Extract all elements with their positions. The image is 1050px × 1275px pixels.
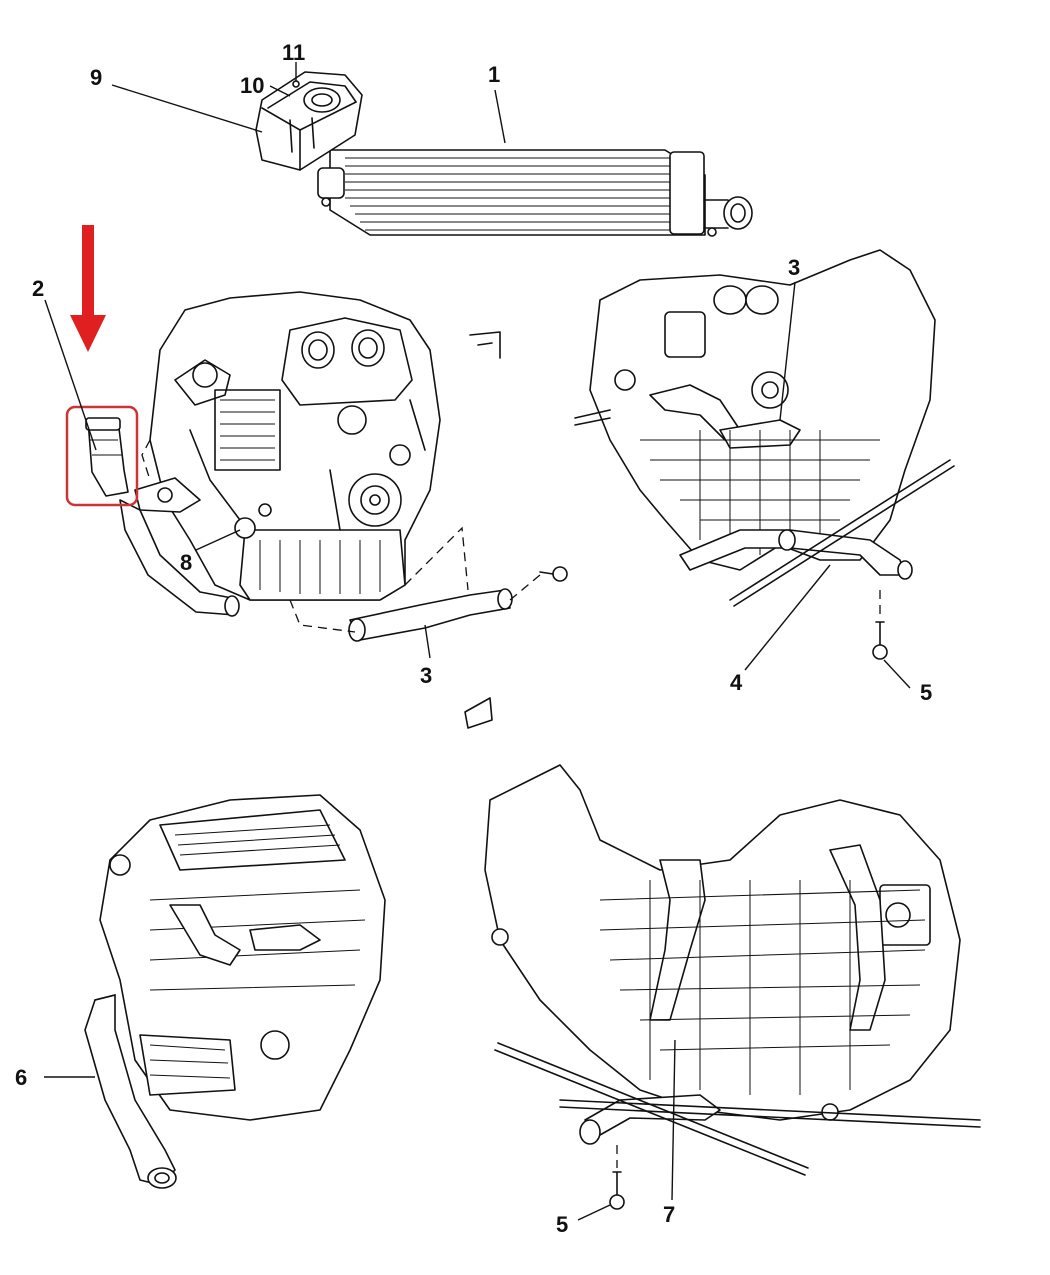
callout-3-right: 3: [788, 255, 800, 280]
callout-5-upper: 5: [920, 680, 932, 705]
highlight-arrow: [70, 225, 106, 352]
callout-4: 4: [730, 670, 743, 695]
callout-5-lower: 5: [556, 1212, 568, 1237]
engine-view-lower-right: [484, 764, 981, 1210]
intercooler-illustration: [317, 149, 753, 237]
callout-2: 2: [32, 276, 44, 301]
highlight-box: [65, 405, 139, 507]
engine-view-upper-right: [574, 249, 955, 660]
hose-2-shape: [87, 419, 129, 497]
callout-11: 11: [282, 40, 305, 65]
callout-7: 7: [663, 1202, 675, 1227]
orientation-marker: [464, 331, 501, 729]
callout-9: 9: [90, 65, 102, 90]
callout-labels: 1 9 10 11 2 8 3 3 4 5 6 7 5: [15, 40, 932, 1237]
engine-view-upper-left: [119, 291, 568, 642]
callout-3-left: 3: [420, 663, 432, 688]
callout-8: 8: [180, 550, 192, 575]
engine-view-lower-left: [84, 794, 386, 1189]
leader-lines: [44, 62, 911, 1221]
air-box-illustration: [255, 71, 363, 171]
highlighted-part-2: [85, 417, 129, 497]
callout-6: 6: [15, 1065, 27, 1090]
callout-10: 10: [240, 73, 264, 98]
callout-1: 1: [488, 62, 500, 87]
